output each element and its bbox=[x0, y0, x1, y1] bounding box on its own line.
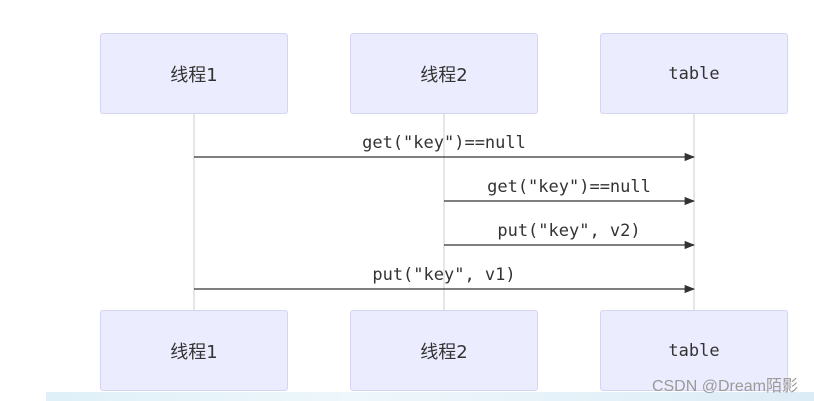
participant-table-top: table bbox=[600, 33, 788, 114]
participant-thread1-bottom: 线程1 bbox=[100, 310, 288, 391]
message-label-2: get("key")==null bbox=[487, 177, 651, 197]
watermark: CSDN @Dream陌影 bbox=[651, 378, 798, 395]
participant-table-bottom: table bbox=[600, 310, 788, 391]
participant-thread2-top: 线程2 bbox=[350, 33, 538, 114]
message-label-4: put("key", v1) bbox=[372, 265, 515, 285]
participant-thread1-top: 线程1 bbox=[100, 33, 288, 114]
message-label-1: get("key")==null bbox=[362, 133, 526, 153]
participant-thread2-bottom: 线程2 bbox=[350, 310, 538, 391]
message-label-3: put("key", v2) bbox=[497, 221, 640, 241]
bottom-decoration bbox=[46, 392, 814, 401]
